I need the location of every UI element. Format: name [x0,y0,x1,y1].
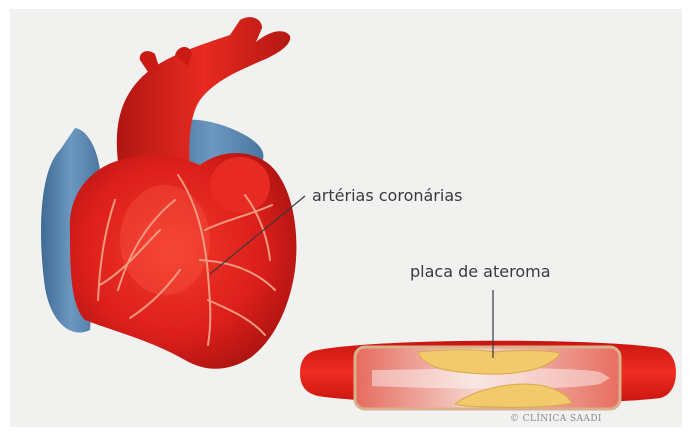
coronary-arteries-label: artérias coronárias [312,186,462,205]
atheroma-plaque-label: placa de ateroma [410,262,551,281]
copyright-text: © CLÍNICA SAADI [510,414,602,424]
heart-shape [70,153,297,369]
